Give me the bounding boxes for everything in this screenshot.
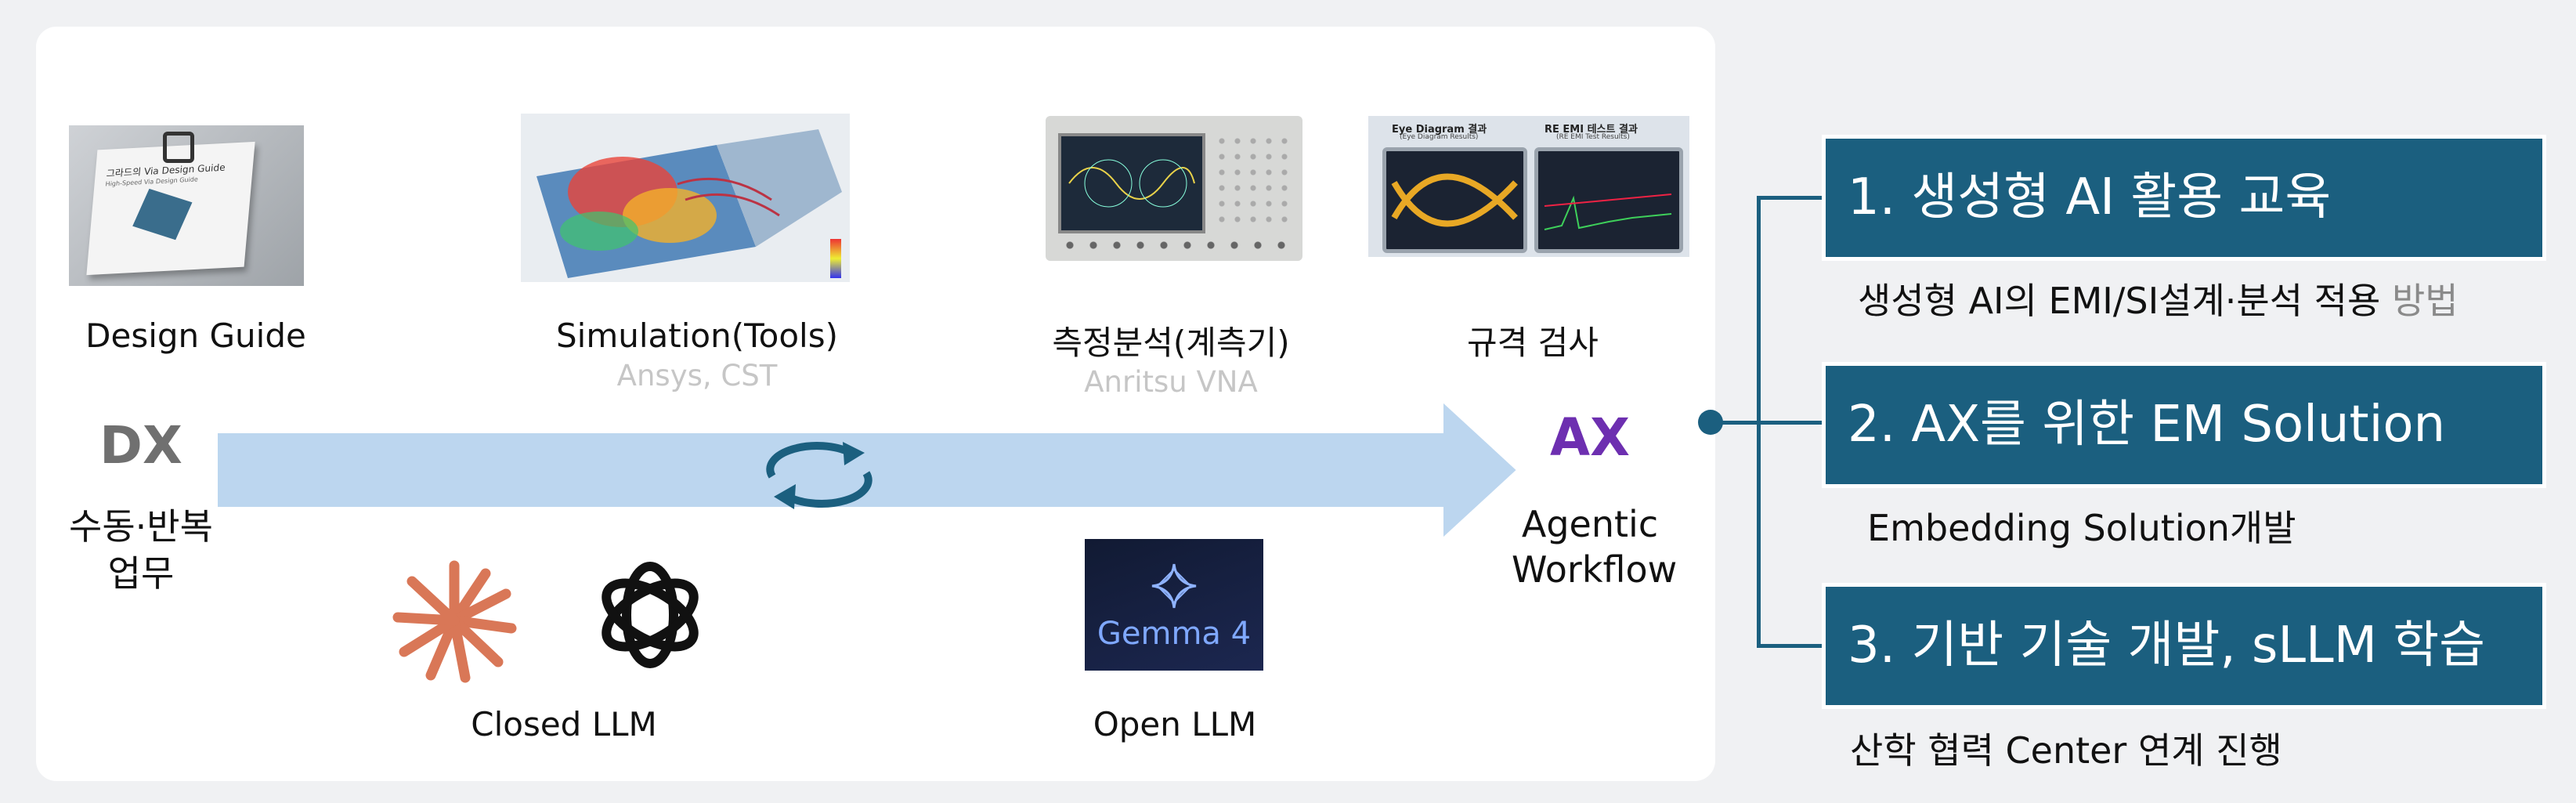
gemma-star-icon xyxy=(1151,563,1197,609)
item-1-desc: 생성형 AI의 EMI/SI설계·분석 적용 방법 xyxy=(1858,273,2459,324)
connector-branch-1 xyxy=(1757,196,1823,200)
design-guide-label: Design Guide xyxy=(85,316,306,355)
emi-sub: (RE EMI Test Results) xyxy=(1556,133,1630,141)
item-1-title: 1. 생성형 AI 활용 교육 xyxy=(1822,135,2546,261)
dx-desc-line1: 수동·반복 xyxy=(69,505,213,548)
gemma-text: Gemma 4 xyxy=(1097,616,1252,652)
ax-label: AX xyxy=(1550,407,1630,468)
item-3-title: 3. 기반 기술 개발, sLLM 학습 xyxy=(1822,583,2546,709)
test-results-image: Eye Diagram 결과 (Eye Diagram Results) RE … xyxy=(1368,116,1689,257)
item-2-desc: Embedding Solution개발 xyxy=(1867,507,2296,549)
emi-title: RE EMI 테스트 결과 xyxy=(1545,124,1638,136)
dx-desc-line2: 업무 xyxy=(107,552,175,595)
ax-desc-line2: Workflow xyxy=(1512,548,1678,591)
open-llm-label: Open LLM xyxy=(1093,705,1257,743)
closed-llm-label: Closed LLM xyxy=(471,705,657,743)
item-3-desc: 산학 협력 Center 연계 진행 xyxy=(1850,729,2282,772)
item-2-title: 2. AX를 위한 EM Solution xyxy=(1822,362,2546,488)
openai-logo-icon xyxy=(602,562,699,668)
ax-desc-line1: Agentic xyxy=(1521,503,1659,545)
simulation-sub: Ansys, CST xyxy=(616,359,778,392)
measurement-label: 측정분석(계측기) xyxy=(1052,324,1290,362)
measurement-sub: Anritsu VNA xyxy=(1084,365,1258,399)
connector-branch-3 xyxy=(1757,644,1823,648)
design-guide-image: 그라드의 Via Design Guide High-Speed Via Des… xyxy=(69,125,304,286)
eye-title: Eye Diagram 결과 xyxy=(1392,124,1487,136)
item-1-desc-text: 생성형 AI의 EMI/SI설계·분석 적용 xyxy=(1858,280,2392,322)
connector-stem xyxy=(1722,421,1759,425)
standard-test-label: 규격 검사 xyxy=(1467,324,1599,362)
eye-sub: (Eye Diagram Results) xyxy=(1400,133,1479,141)
dx-to-ax-arrow xyxy=(213,392,1523,548)
simulation-label: Simulation(Tools) xyxy=(556,316,838,355)
binder-clip-icon xyxy=(163,132,194,163)
connector-branch-2 xyxy=(1757,421,1823,425)
claude-logo-icon xyxy=(392,560,517,683)
cycle-icon xyxy=(766,442,873,509)
connector-dot xyxy=(1698,410,1723,435)
simulation-image xyxy=(521,114,850,282)
simulation-visual xyxy=(537,129,842,278)
vna-instrument-image xyxy=(1046,116,1302,261)
gemma-logo: Gemma 4 xyxy=(1085,539,1263,671)
dx-label: DX xyxy=(99,415,182,476)
item-1-desc-tail: 방법 xyxy=(2391,280,2459,322)
